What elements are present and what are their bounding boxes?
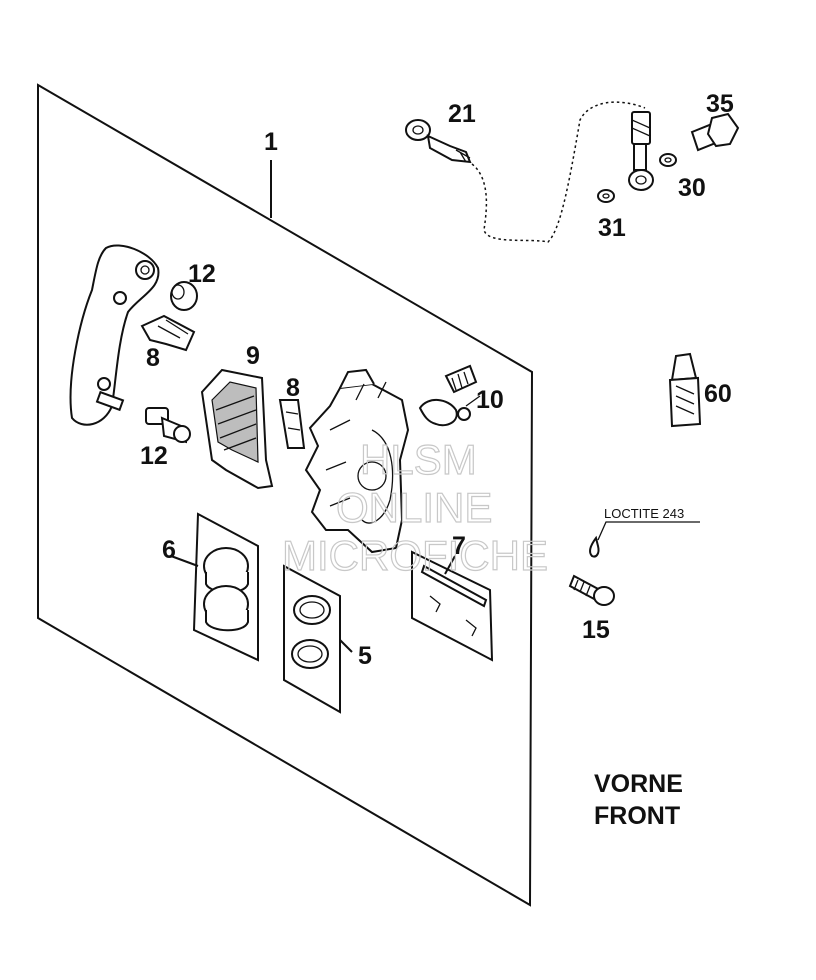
bleeder-valve [418, 364, 478, 427]
brake-pads [200, 368, 274, 490]
pad-spring-left [140, 314, 196, 352]
callout-35: 35 [706, 90, 734, 118]
caption-line-1: VORNE [594, 770, 683, 798]
loctite-note: LOCTITE 243 [604, 506, 684, 521]
pin-kit [411, 550, 494, 662]
callout-6: 6 [162, 536, 176, 564]
watermark-line-1: HLSM [360, 436, 477, 483]
seal-kit [283, 564, 341, 714]
brake-line [405, 101, 654, 243]
caliper-body [304, 368, 410, 554]
washer-31-hole [602, 193, 610, 199]
watermark-line-3: MICROFICHE [282, 532, 548, 579]
callout-9: 9 [246, 342, 260, 370]
washer-30-hole [664, 157, 672, 163]
callout-12-bottom: 12 [140, 442, 168, 470]
callout-30: 30 [678, 174, 706, 202]
caliper-bracket [69, 244, 160, 426]
callout-31: 31 [598, 214, 626, 242]
leader-lines [170, 160, 700, 653]
caption-line-2: FRONT [594, 802, 680, 830]
loctite-drop [588, 535, 600, 558]
watermark-line-2: ONLINE [336, 484, 492, 531]
callout-60: 60 [704, 380, 732, 408]
kit-panel [37, 83, 534, 907]
piston-kit [192, 512, 259, 662]
guide-bolt-12-bottom [145, 407, 191, 444]
callout-15: 15 [582, 616, 610, 644]
pad-spring-right [278, 399, 306, 449]
callout-7: 7 [452, 532, 466, 560]
loctite-tube [668, 352, 702, 428]
callout-10: 10 [476, 386, 504, 414]
bushing-12-top [170, 281, 198, 311]
washer-31 [597, 189, 615, 203]
washer-30 [659, 153, 677, 167]
screw-15 [568, 574, 615, 606]
callout-8-right: 8 [286, 374, 300, 402]
banjo-bolt [690, 112, 740, 152]
callout-5: 5 [358, 642, 372, 670]
callout-12-top: 12 [188, 260, 216, 288]
callout-8-left: 8 [146, 344, 160, 372]
callout-1: 1 [264, 128, 278, 156]
callout-21: 21 [448, 100, 476, 128]
